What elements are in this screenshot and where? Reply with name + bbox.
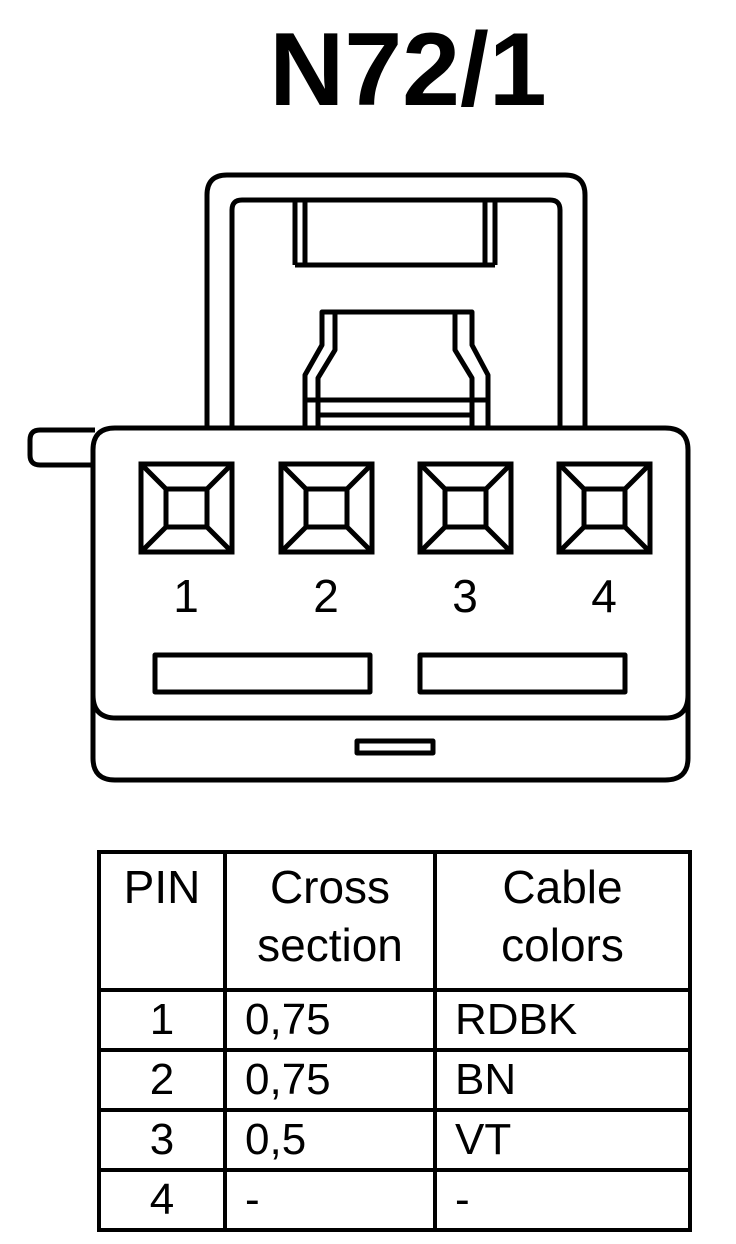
row-cable-color: VT <box>433 1108 692 1172</box>
connector-diagram: 1 2 3 4 <box>27 172 691 783</box>
row-cross-section: 0,5 <box>223 1108 437 1172</box>
side-tab <box>27 427 95 468</box>
pin-terminal-4 <box>556 461 653 555</box>
table-row: 2 0,75 BN <box>97 1048 692 1112</box>
pin-label-3: 3 <box>452 570 478 622</box>
latch-frame-inner <box>229 197 563 430</box>
bottom-notch <box>354 738 436 756</box>
row-pin: 2 <box>97 1048 227 1112</box>
row-pin: 3 <box>97 1108 227 1172</box>
pin-terminal-1 <box>138 461 235 555</box>
row-pin: 4 <box>97 1168 227 1232</box>
body-lower-edge <box>90 694 691 721</box>
latch-tongue <box>302 309 491 430</box>
table-row: 4 - - <box>97 1168 692 1232</box>
pin-label-1: 1 <box>173 570 199 622</box>
diagram-title: N72/1 <box>269 12 547 128</box>
row-cable-color: RDBK <box>433 988 692 1052</box>
pin-label-2: 2 <box>313 570 339 622</box>
row-cross-section: 0,75 <box>223 988 437 1052</box>
table-row: 3 0,5 VT <box>97 1108 692 1172</box>
row-cross-section: - <box>223 1168 437 1232</box>
connector-body <box>90 425 691 783</box>
row-pin: 1 <box>97 988 227 1052</box>
header-pin: PIN <box>97 850 227 992</box>
slot-right <box>417 652 628 695</box>
slot-left <box>152 652 373 695</box>
row-cable-color: BN <box>433 1048 692 1112</box>
latch-tongue-inner <box>315 312 475 430</box>
pin-label-4: 4 <box>591 570 617 622</box>
pin-terminal-3 <box>417 461 514 555</box>
row-cable-color: - <box>433 1168 692 1232</box>
table-row: 1 0,75 RDBK <box>97 988 692 1052</box>
row-cross-section: 0,75 <box>223 1048 437 1112</box>
latch-frame-outer <box>204 172 588 430</box>
pin-terminal-2 <box>278 461 375 555</box>
